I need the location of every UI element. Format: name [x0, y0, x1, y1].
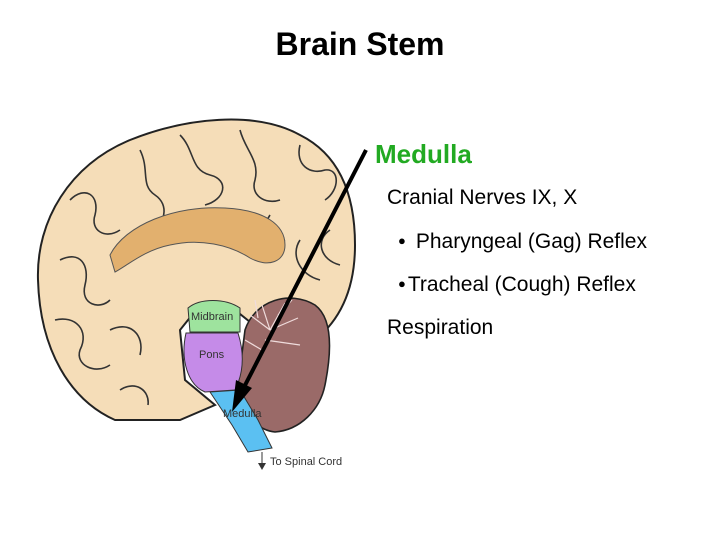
gag-reflex-item: ● Pharyngeal (Gag) Reflex: [398, 230, 647, 254]
pons-region: [183, 332, 243, 393]
bullet-icon: ●: [398, 233, 406, 248]
pointer-arrow-line: [238, 149, 368, 396]
cerebrum: [36, 118, 357, 421]
cough-reflex-text: Tracheal (Cough) Reflex: [407, 273, 636, 296]
midbrain-region: [187, 300, 241, 333]
respiration-text: Respiration: [387, 316, 494, 339]
corpus-callosum: [109, 207, 286, 273]
midbrain-label: Midbrain: [191, 311, 234, 323]
pointer-arrow-head: [232, 380, 252, 412]
bullet-icon: ●: [398, 276, 406, 291]
gag-reflex-text: Pharyngeal (Gag) Reflex: [415, 230, 647, 253]
medulla-label: Medulla: [223, 408, 262, 420]
spinal-cord-label: To Spinal Cord: [270, 456, 343, 468]
slide-title: Brain Stem: [275, 26, 445, 62]
cough-reflex-item: ●Tracheal (Cough) Reflex: [398, 273, 636, 297]
medulla-heading: Medulla: [375, 139, 472, 169]
pons-label: Pons: [199, 349, 225, 361]
cranial-nerves-text: Cranial Nerves IX, X: [387, 186, 578, 209]
